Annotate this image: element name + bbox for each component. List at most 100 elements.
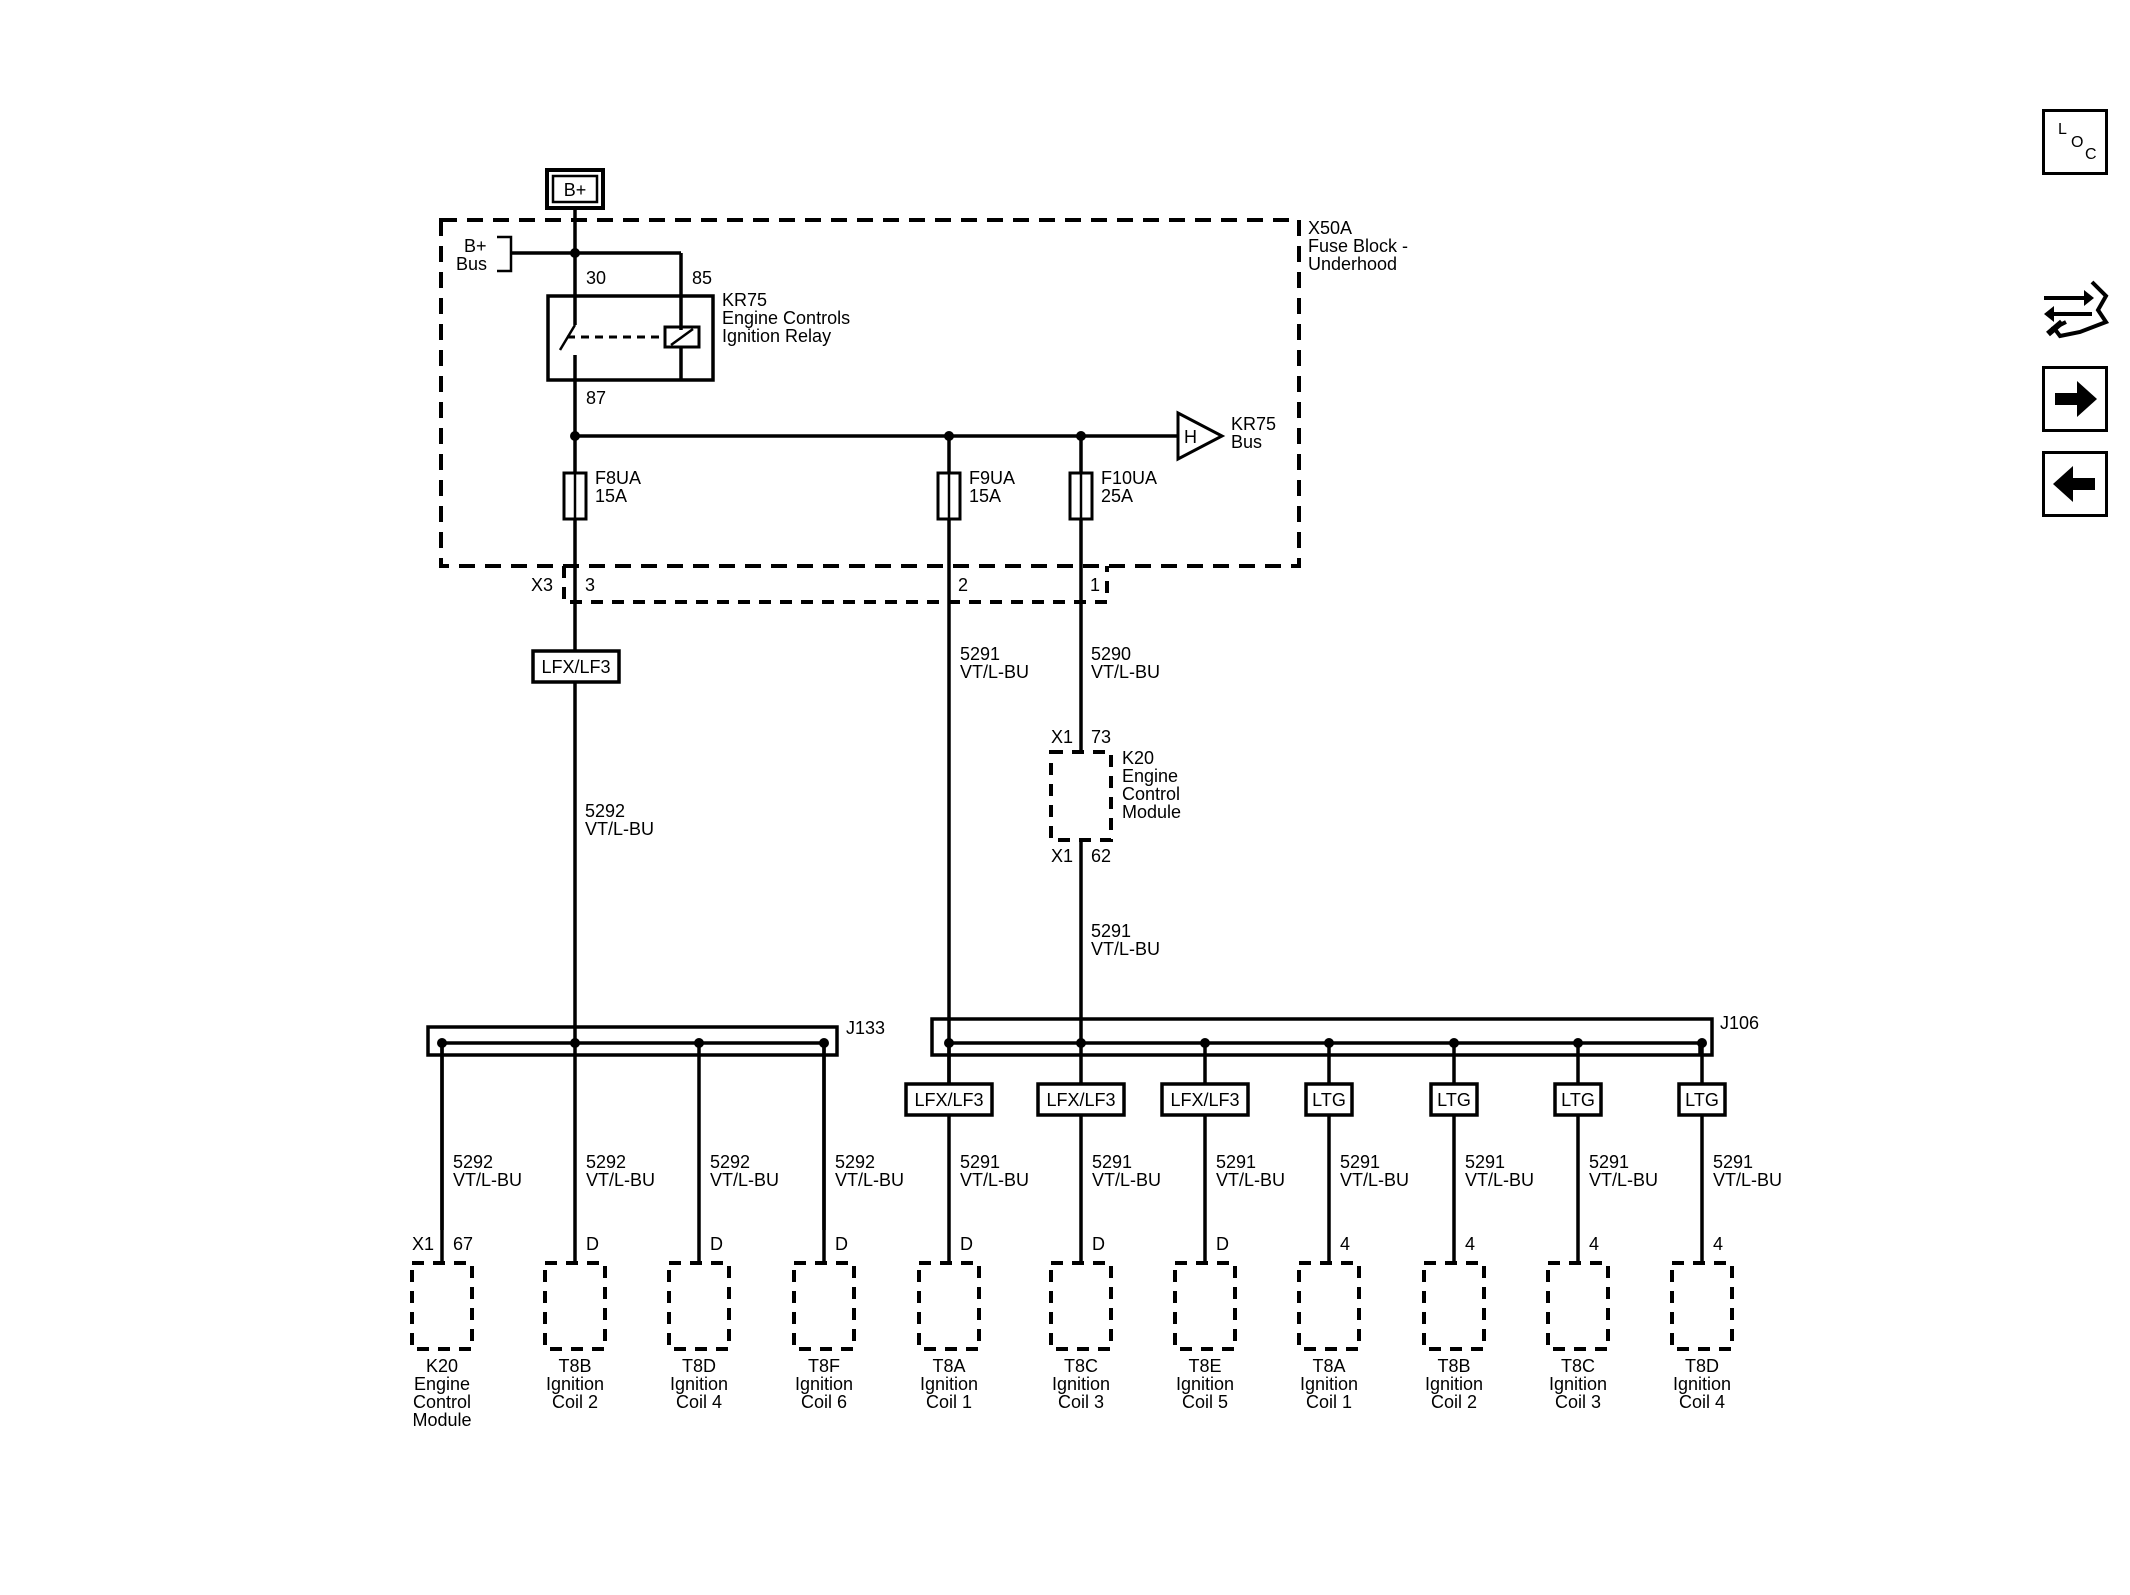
- splice-node: [570, 1038, 580, 1048]
- option-tag-left-text: LFX/LF3: [541, 657, 610, 677]
- component-label: Ignition: [1300, 1374, 1358, 1394]
- fuse-f10ua-pin: 1: [1090, 575, 1100, 595]
- component-label: Ignition: [1052, 1374, 1110, 1394]
- branch-wire-number: 5291: [960, 1152, 1000, 1172]
- branch-pin: 4: [1465, 1234, 1475, 1254]
- bplus-bus-label-1: B+: [464, 236, 487, 256]
- relay-bus-label-2: Bus: [1231, 432, 1262, 452]
- branch-wire-number: 5292: [453, 1152, 493, 1172]
- ecm-name-2: Engine: [1122, 766, 1178, 786]
- branch-wire-number: 5292: [835, 1152, 875, 1172]
- component-label: Ignition: [546, 1374, 604, 1394]
- branch-wire-color: VT/L-BU: [1092, 1170, 1161, 1190]
- option-tag-text: LFX/LF3: [1170, 1090, 1239, 1110]
- component-label: T8A: [1312, 1356, 1345, 1376]
- branch-wire-number: 5292: [586, 1152, 626, 1172]
- component-label: Ignition: [1176, 1374, 1234, 1394]
- component-outline: [1049, 1261, 1113, 1351]
- fuse-f8ua-pin: 3: [585, 575, 595, 595]
- loc-letter-c: C: [2085, 146, 2097, 163]
- splice-node: [1324, 1038, 1334, 1048]
- fuse-f8ua-rating: 15A: [595, 486, 627, 506]
- splice-node: [819, 1038, 829, 1048]
- branch-wire-color: VT/L-BU: [1216, 1170, 1285, 1190]
- loc-letter-o: O: [2071, 134, 2084, 151]
- component-label: Coil 4: [676, 1392, 722, 1412]
- wire-5292-label-color: VT/L-BU: [585, 819, 654, 839]
- option-tag: [1036, 1082, 1126, 1117]
- splice-j133: [426, 1025, 839, 1230]
- option-tag: [904, 1082, 994, 1117]
- branch-pin: D: [1092, 1234, 1105, 1254]
- ecm-name-3: Control: [1122, 784, 1180, 804]
- relay-pin-85: 85: [692, 268, 712, 288]
- forward-button[interactable]: [2042, 366, 2108, 432]
- component-label: Coil 3: [1555, 1392, 1601, 1412]
- wire-5290-num: 5290: [1091, 644, 1131, 664]
- splice-node: [437, 1038, 447, 1048]
- branch-wire-color: VT/L-BU: [1589, 1170, 1658, 1190]
- option-tag: [1304, 1082, 1354, 1117]
- component-label: Ignition: [1425, 1374, 1483, 1394]
- loc-letter-l: L: [2058, 121, 2067, 138]
- x3-label: X3: [531, 575, 553, 595]
- branch-wire-color: VT/L-BU: [710, 1170, 779, 1190]
- branch-wire-color: VT/L-BU: [586, 1170, 655, 1190]
- component-label: Ignition: [795, 1374, 853, 1394]
- fuse-f9ua-name: F9UA: [969, 468, 1015, 488]
- back-button[interactable]: [2042, 451, 2108, 517]
- splice-j106: [930, 1017, 1714, 1092]
- arrow-right-icon: [2055, 381, 2097, 417]
- branch-wire-color: VT/L-BU: [1340, 1170, 1409, 1190]
- ignition-relay: [546, 294, 715, 382]
- option-tag-text: LTG: [1437, 1090, 1471, 1110]
- component-label: Engine: [414, 1374, 470, 1394]
- component-label: T8C: [1064, 1356, 1098, 1376]
- option-tag-text: LTG: [1312, 1090, 1346, 1110]
- branch-pin: D: [835, 1234, 848, 1254]
- component-outline: [543, 1261, 607, 1351]
- x3-connector: [562, 566, 1109, 604]
- ecm-conn-top: X1: [1051, 727, 1073, 747]
- branch-wire-color: VT/L-BU: [1713, 1170, 1782, 1190]
- component-label: T8E: [1188, 1356, 1221, 1376]
- component-label: T8F: [808, 1356, 840, 1376]
- fuse-block-name-1: Fuse Block -: [1308, 236, 1408, 256]
- relay-bus-symbol: H: [1184, 427, 1197, 447]
- loc-button[interactable]: L O C: [2042, 109, 2108, 175]
- branch-wire-number: 5292: [710, 1152, 750, 1172]
- fuse-f10ua-name: F10UA: [1101, 468, 1157, 488]
- branch-pin: 67: [453, 1234, 473, 1254]
- branch-connector: X1: [412, 1234, 434, 1254]
- component-outline: [1670, 1261, 1734, 1351]
- branch-pin: D: [960, 1234, 973, 1254]
- component-outline: [917, 1261, 981, 1351]
- branch-wire-number: 5291: [1713, 1152, 1753, 1172]
- component-label: Coil 2: [1431, 1392, 1477, 1412]
- component-label: Coil 1: [926, 1392, 972, 1412]
- branch-pin: 4: [1713, 1234, 1723, 1254]
- branch-wire-color: VT/L-BU: [453, 1170, 522, 1190]
- splice-node: [1449, 1038, 1459, 1048]
- component-label: Coil 1: [1306, 1392, 1352, 1412]
- component-label: Ignition: [1549, 1374, 1607, 1394]
- splice-node: [1200, 1038, 1210, 1048]
- branch-wire-number: 5291: [1216, 1152, 1256, 1172]
- splice-node: [1076, 1038, 1086, 1048]
- component-outline: [1173, 1261, 1237, 1351]
- branch-pin: 4: [1340, 1234, 1350, 1254]
- branch-wire-number: 5291: [1465, 1152, 1505, 1172]
- connector-tools-icon[interactable]: [2040, 276, 2112, 346]
- ecm-module-middle: [1049, 750, 1113, 842]
- ecm-name-4: Module: [1122, 802, 1181, 822]
- option-tag-text: LTG: [1561, 1090, 1595, 1110]
- option-tag-text: LFX/LF3: [1046, 1090, 1115, 1110]
- bplus-bus-label-2: Bus: [456, 254, 487, 274]
